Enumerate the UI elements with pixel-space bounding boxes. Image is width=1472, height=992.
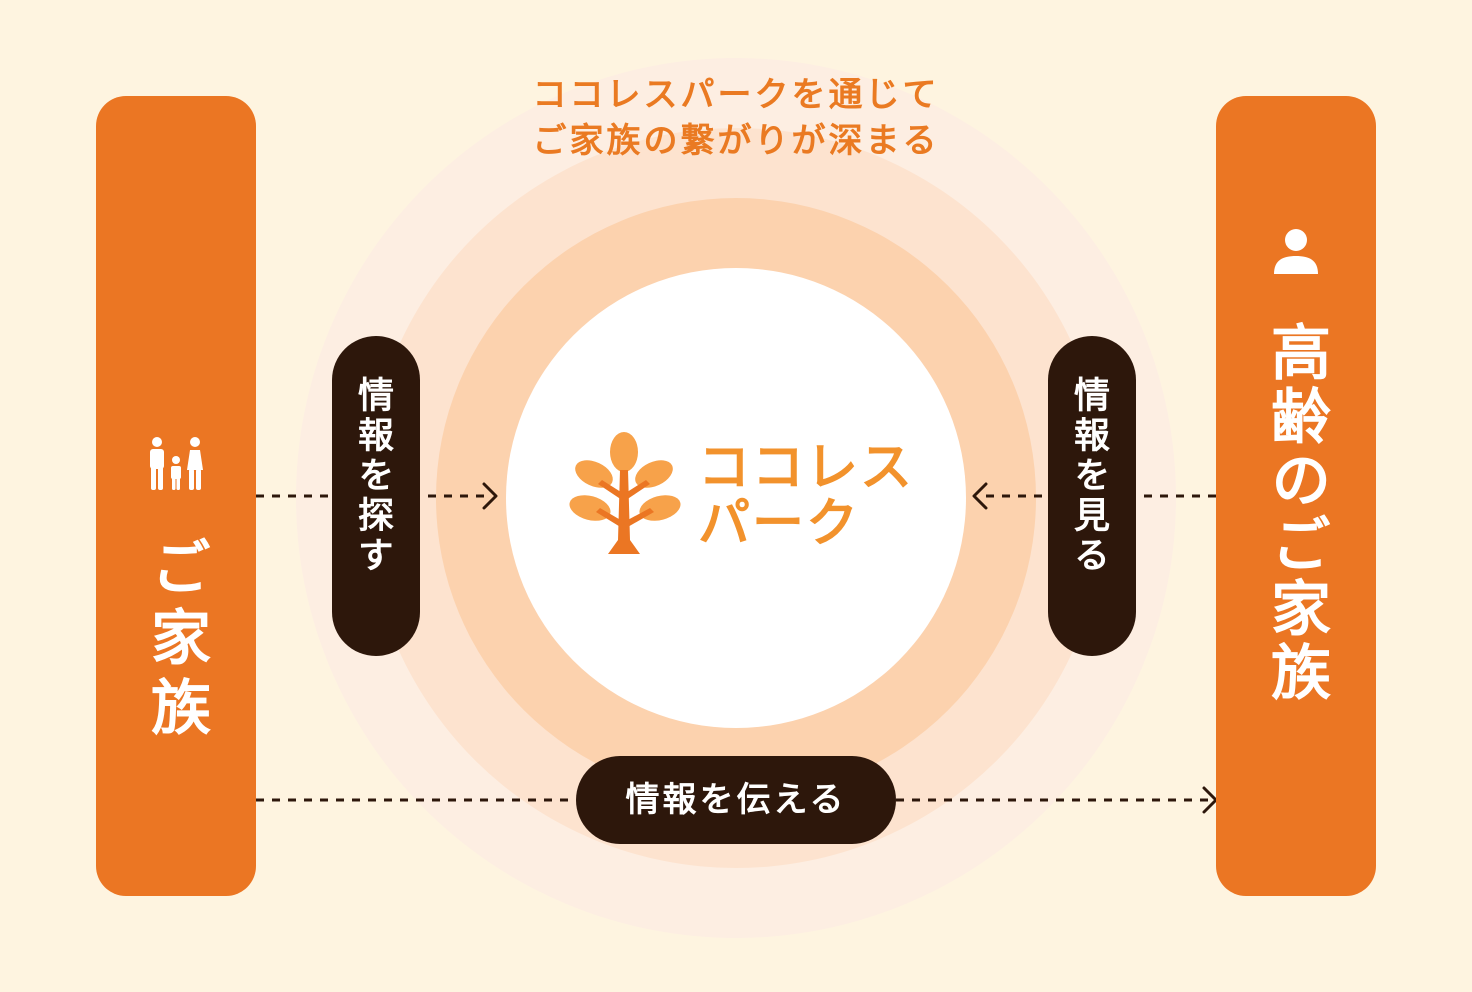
- logo-text-line-1: ココレス: [698, 438, 915, 498]
- elderly-family-label: 高齢のご家族: [1260, 321, 1331, 705]
- family-label: ご家族: [140, 536, 211, 746]
- tree-icon: [569, 432, 681, 554]
- arrowhead-right-panel: [1202, 786, 1218, 814]
- tell-info-pill: 情報を伝える: [576, 756, 896, 844]
- cocoless-park-logo: ココレス パーク: [568, 430, 912, 560]
- search-info-label: 情報を探す: [352, 376, 393, 576]
- person-icon: [1274, 229, 1318, 274]
- view-info-label: 情報を見る: [1068, 376, 1109, 576]
- family-panel: ご家族: [96, 96, 256, 896]
- caption-line-1: ココレスパークを通じて: [532, 75, 940, 115]
- caption-line-2: ご家族の繋がりが深まる: [532, 121, 940, 161]
- search-info-pill: 情報を探す: [332, 336, 420, 656]
- family-icon: [150, 437, 203, 490]
- logo-text-line-2: パーク: [698, 494, 861, 554]
- elderly-family-panel: 高齢のご家族: [1216, 96, 1376, 896]
- view-info-pill: 情報を見る: [1048, 336, 1136, 656]
